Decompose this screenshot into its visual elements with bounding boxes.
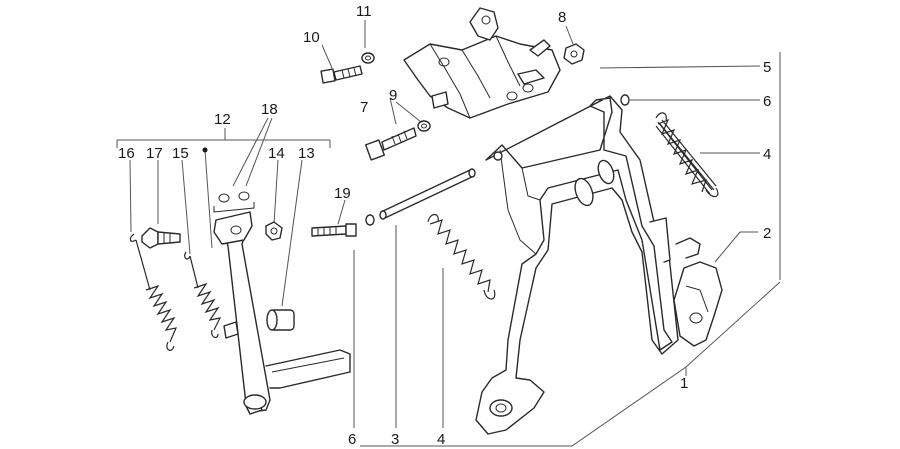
center-stand xyxy=(475,95,701,435)
callout-6-top: 6 xyxy=(763,93,771,110)
callout-10: 10 xyxy=(303,29,320,46)
washer-right xyxy=(620,94,630,106)
callout-2: 2 xyxy=(763,225,771,242)
callout-11: 11 xyxy=(356,3,372,20)
callout-1: 1 xyxy=(680,375,688,392)
callout-16: 16 xyxy=(118,145,135,162)
callout-18: 18 xyxy=(261,101,278,118)
spring-15 xyxy=(184,251,222,339)
callout-19: 19 xyxy=(334,185,351,202)
callout-14: 14 xyxy=(268,145,285,162)
callout-4-bottom: 4 xyxy=(437,431,445,448)
mounting-bracket xyxy=(403,7,561,119)
callout-5: 5 xyxy=(763,59,771,76)
bolt-7 xyxy=(364,127,417,161)
spring-right xyxy=(655,112,719,198)
bolt-10 xyxy=(320,65,363,84)
pivot-shaft xyxy=(379,168,476,220)
foot-lever xyxy=(673,261,723,347)
callout-17: 17 xyxy=(146,145,163,162)
pivot-bolt-17 xyxy=(141,227,181,249)
callout-8: 8 xyxy=(558,9,566,26)
bolt-19 xyxy=(311,223,357,237)
callout-12: 12 xyxy=(214,111,231,128)
callout-3: 3 xyxy=(391,431,399,448)
callout-4-right: 4 xyxy=(763,146,771,163)
washer-9 xyxy=(417,120,431,132)
washer-left xyxy=(365,214,375,226)
callout-labels: 11 8 10 5 7 9 6 12 18 4 16 17 15 14 13 1… xyxy=(118,3,771,448)
callout-9: 9 xyxy=(389,87,397,104)
side-stand xyxy=(213,211,351,415)
washer-11 xyxy=(361,52,375,64)
callout-6-bottom: 6 xyxy=(348,431,356,448)
rubber-stop-13 xyxy=(266,309,295,331)
callout-13: 13 xyxy=(298,145,315,162)
bushing-18 xyxy=(213,191,255,213)
bullet-point xyxy=(202,147,208,153)
leader-lines xyxy=(116,20,781,447)
callout-15: 15 xyxy=(172,145,189,162)
nut-14 xyxy=(265,221,283,241)
callout-7: 7 xyxy=(360,99,368,116)
spring-16 xyxy=(129,233,178,351)
nut-8 xyxy=(563,43,585,65)
spring-middle xyxy=(427,213,496,300)
